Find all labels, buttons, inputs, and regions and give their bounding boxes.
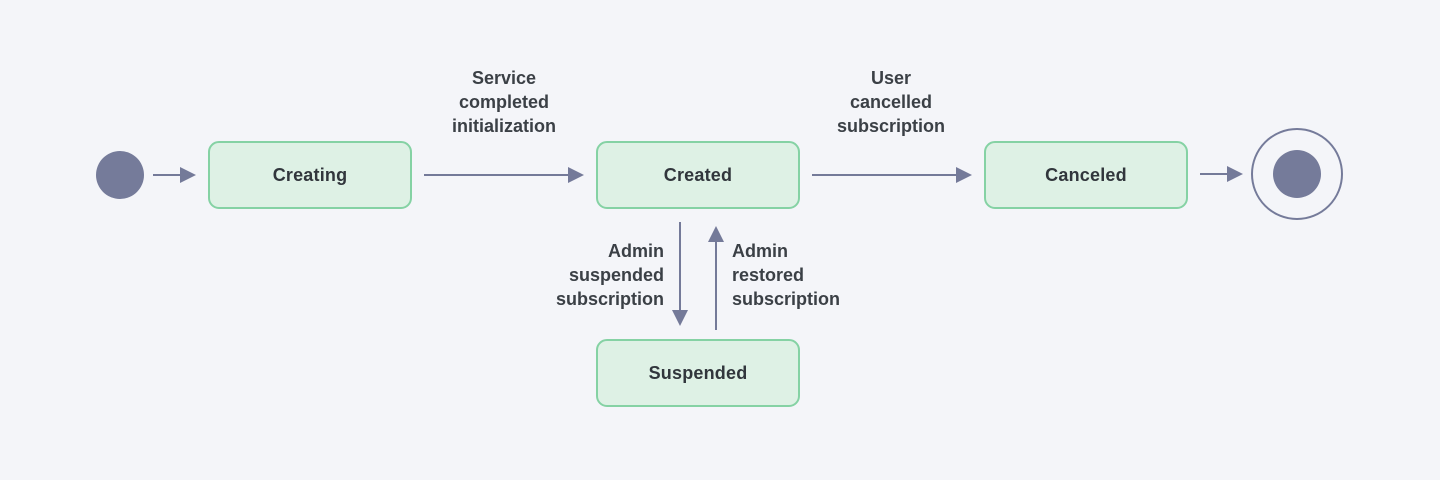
state-suspended-label: Suspended xyxy=(648,362,748,383)
edge-label-admin-restored-subscription: Admin restored subscription xyxy=(732,241,841,309)
state-created-label: Created xyxy=(663,164,733,185)
initial-state-node xyxy=(96,151,144,199)
edge-label-user-cancelled-subscription: User cancelled subscription xyxy=(836,68,945,136)
state-suspended: Suspended xyxy=(596,339,800,407)
final-state-inner-dot xyxy=(1273,150,1321,198)
state-canceled-label: Canceled xyxy=(1045,164,1127,185)
edge-label-admin-suspended-subscription: Admin suspended subscription xyxy=(555,241,664,309)
final-state-node xyxy=(1251,128,1343,220)
edge-label-service-completed-initialization: Service completed initialization xyxy=(451,68,556,136)
state-creating-label: Creating xyxy=(272,164,348,185)
state-creating: Creating xyxy=(208,141,412,209)
state-canceled: Canceled xyxy=(984,141,1188,209)
state-created: Created xyxy=(596,141,800,209)
